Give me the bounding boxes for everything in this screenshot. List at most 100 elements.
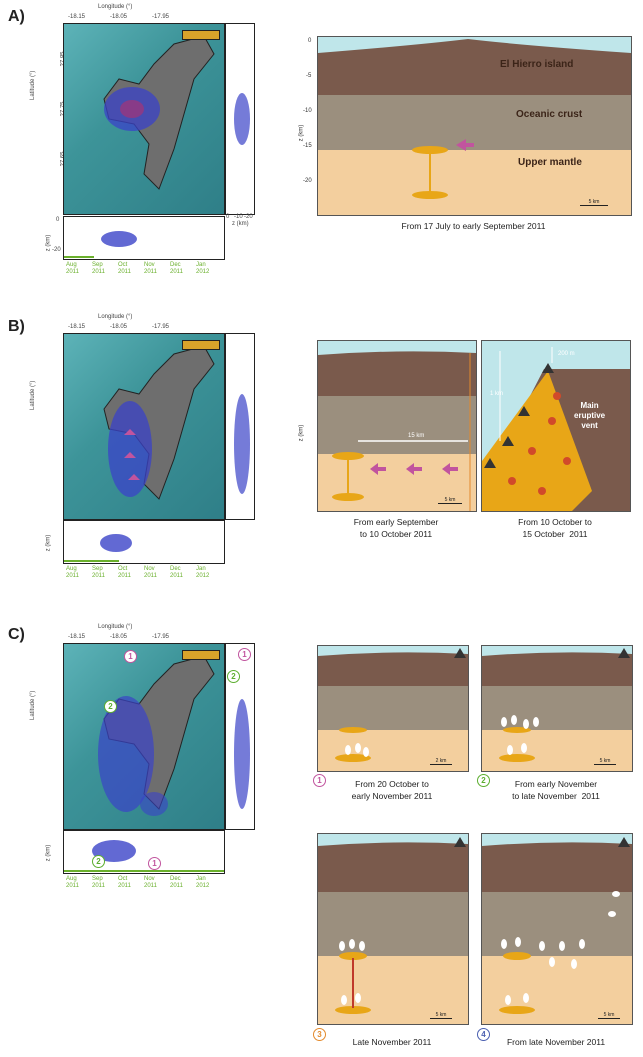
lon-tick-a-3: -17.95 [152,14,170,20]
badge-1-map: 1 [124,650,137,663]
time-tick-c-2: Sep 2011 [92,876,105,889]
vent-label: Main eruptive vent [574,401,606,430]
caption-c4: From late November 2011 [506,1037,606,1047]
longitude-title-a: Longitude (°) [98,4,133,10]
z-tick-a-4: -20 [303,178,312,184]
scale-bar-a: 5 km [580,199,608,206]
lon-tick-b-2: -18.05 [110,324,128,330]
z-title-a: z (km) [298,124,305,142]
depth-label2-b2: 200 m [558,351,575,357]
badge-2-section: 2 [477,774,490,787]
side-depth-title-a: z (km) [232,221,249,227]
lon-tick-a-1: -18.15 [68,14,86,20]
depth-title-a: z (km) [45,234,52,252]
cross-section-b1: 15 km 5 km [317,340,477,512]
scale-bar-c1: 2 km [430,758,452,765]
depth-title-b: z (km) [45,534,52,552]
time-tick-b-3: Oct 2011 [118,566,131,579]
caption-c1: From 20 October to early November 2011 [351,779,433,801]
scale-bar-b1: 5 km [438,497,462,504]
layer-island-label: El Hierro island [500,59,574,70]
bottom-depth-plot-a [63,216,225,260]
depth-tick-a-1: 0 [56,217,60,223]
time-tick-b-1: Aug 2011 [66,566,79,579]
cross-section-a: El Hierro island Oceanic crust Upper man… [317,36,632,216]
cross-section-c4: 5 km [481,833,633,1025]
distance-label-b1: 15 km [408,433,425,439]
longitude-title-b: Longitude (°) [98,314,133,320]
z-tick-a-3: -15 [303,143,312,149]
bottom-cloud-c [64,840,224,872]
latitude-title-c: Latitude (°) [30,690,36,720]
layer-crust-label: Oceanic crust [516,109,583,120]
time-tick-c-4: Nov 2011 [144,876,157,889]
time-tick-a-6: Jan 2012 [196,262,210,275]
badge-3-section: 3 [313,1028,326,1041]
depth-title-c: z (km) [45,844,52,862]
badge-2-bottom: 2 [92,855,105,868]
z-tick-a-1: -5 [306,73,312,79]
island-shape-c [98,655,215,816]
latitude-title-a: Latitude (°) [30,70,36,100]
map-b [63,333,225,520]
caption-b1: From early September to 10 October 2011 [353,517,439,539]
side-cloud-a [234,93,250,145]
lon-tick-b-3: -17.95 [152,324,170,330]
section-layers-b1 [318,341,476,511]
side-depth-plot-a [225,23,255,215]
panel-a-label: A) [8,8,25,25]
bottom-depth-plot-b [63,520,225,564]
legend-box-c [182,650,220,660]
island-shape-b [103,345,215,500]
z-tick-a-0: 0 [308,38,312,44]
side-tick-a-1: 0 [226,214,230,220]
badge-1-section: 1 [313,774,326,787]
cross-section-c1: 2 km [317,645,469,772]
lon-tick-a-2: -18.05 [110,14,128,20]
section-layers-b2 [482,347,630,511]
badge-1-side: 1 [238,648,251,661]
scale-bar-c4: 5 km [598,1012,620,1019]
badge-4-section: 4 [477,1028,490,1041]
caption-c3: Late November 2011 [352,1037,432,1047]
badge-2-side: 2 [227,670,240,683]
legend-box-b [182,340,220,350]
cross-section-b2: 1 km 200 m Main eruptive vent [481,340,631,512]
panel-c-label: C) [8,626,25,643]
panel-b-label: B) [8,318,25,335]
section-layers-c2 [482,646,632,771]
time-tick-a-2: Sep 2011 [92,262,105,275]
side-tick-a-2: -10 [234,214,243,220]
time-tick-c-6: Jan 2012 [196,876,210,889]
depth-label-b2: 1 km [490,391,504,397]
time-tick-b-5: Dec 2011 [170,566,183,579]
scale-bar-c2: 5 km [594,758,616,765]
time-tick-a-3: Oct 2011 [118,262,131,275]
side-depth-plot-b [225,333,255,520]
lon-tick-b-1: -18.15 [68,324,86,330]
section-layers-c1 [318,646,468,771]
lon-tick-c-1: -18.15 [68,634,86,640]
time-tick-c-5: Dec 2011 [170,876,183,889]
z-title-b1: z (km) [298,424,305,442]
cross-section-c2: 5 km [481,645,633,772]
longitude-title-c: Longitude (°) [98,624,133,630]
layer-mantle-label: Upper mantle [518,157,582,168]
depth-tick-a-3: -20 [52,247,61,253]
scale-bar-c3: 5 km [430,1012,452,1019]
bottom-depth-plot-c: 2 1 [63,830,225,874]
time-tick-c-3: Oct 2011 [118,876,131,889]
caption-a: From 17 July to early September 2011 [401,221,546,231]
section-layers-c3 [318,834,468,1024]
caption-c2: From early November to late November 201… [512,779,600,801]
side-tick-a-3: -20 [244,214,253,220]
side-cloud-c [234,699,250,809]
time-tick-b-4: Nov 2011 [144,566,157,579]
time-tick-a-4: Nov 2011 [144,262,157,275]
z-tick-a-2: -10 [303,108,312,114]
map-c: 1 2 [63,643,225,830]
badge-2-map: 2 [104,700,117,713]
time-tick-c-1: Aug 2011 [66,876,79,889]
side-depth-plot-c: 1 2 [225,643,255,830]
map-a [63,23,225,215]
